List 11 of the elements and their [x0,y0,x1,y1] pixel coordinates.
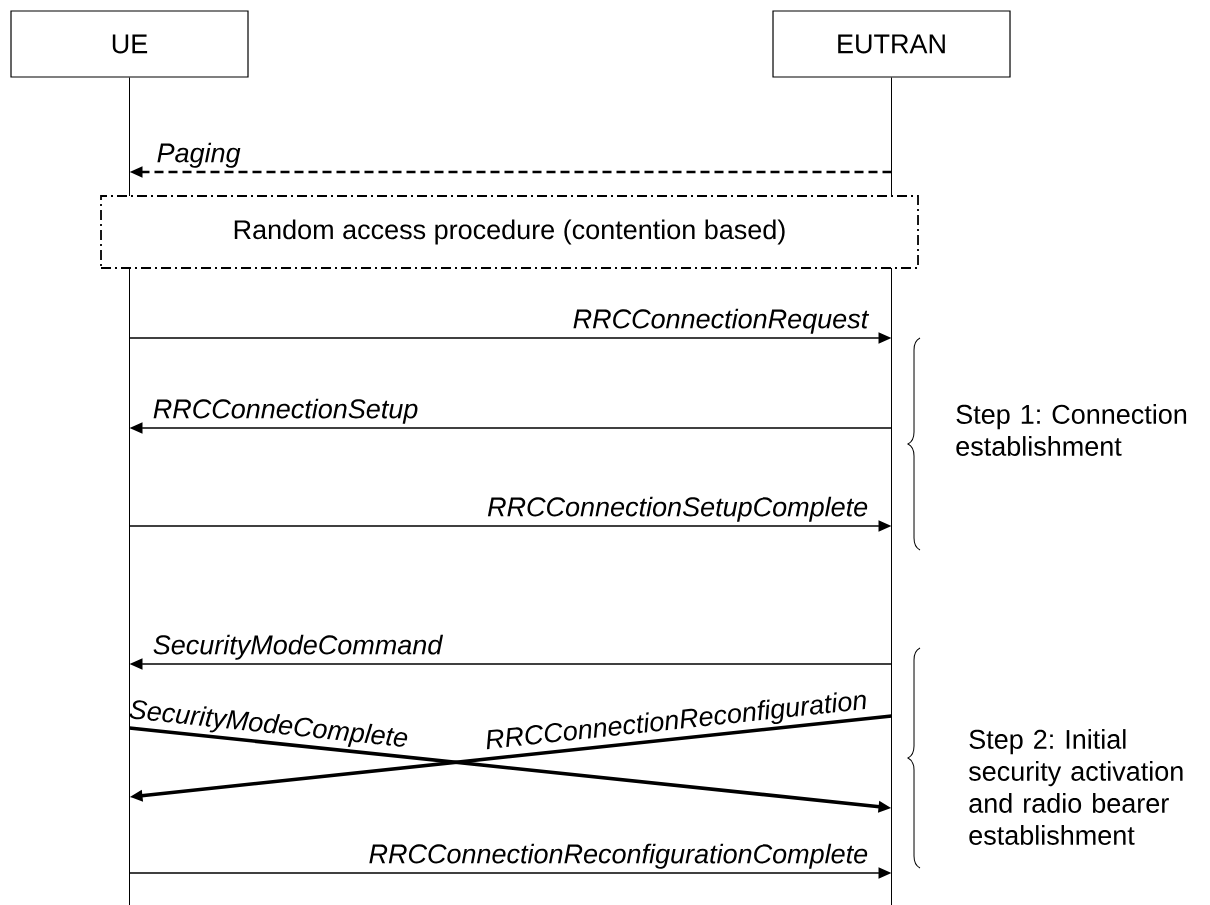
edge-label: RRCConnectionSetupComplete [487,496,868,522]
participant-box: UE [10,10,249,78]
edge-label: RRCConnectionRequest [573,308,870,334]
step-label: Step 1: Connection establishment [956,404,1187,456]
procedure-box: Random access procedure (contention based) [100,195,919,269]
edge-label: Paging [157,142,241,168]
edge-label: SecurityModeCommand [153,634,444,660]
edge-label: RRCConnectionReconfigurationComplete [369,843,868,869]
step-label: Step 2: Initial security activation and radio bearer establishment [968,729,1183,845]
participant-box: EUTRAN [772,10,1011,78]
edge-label: RRCConnectionSetup [153,398,418,424]
